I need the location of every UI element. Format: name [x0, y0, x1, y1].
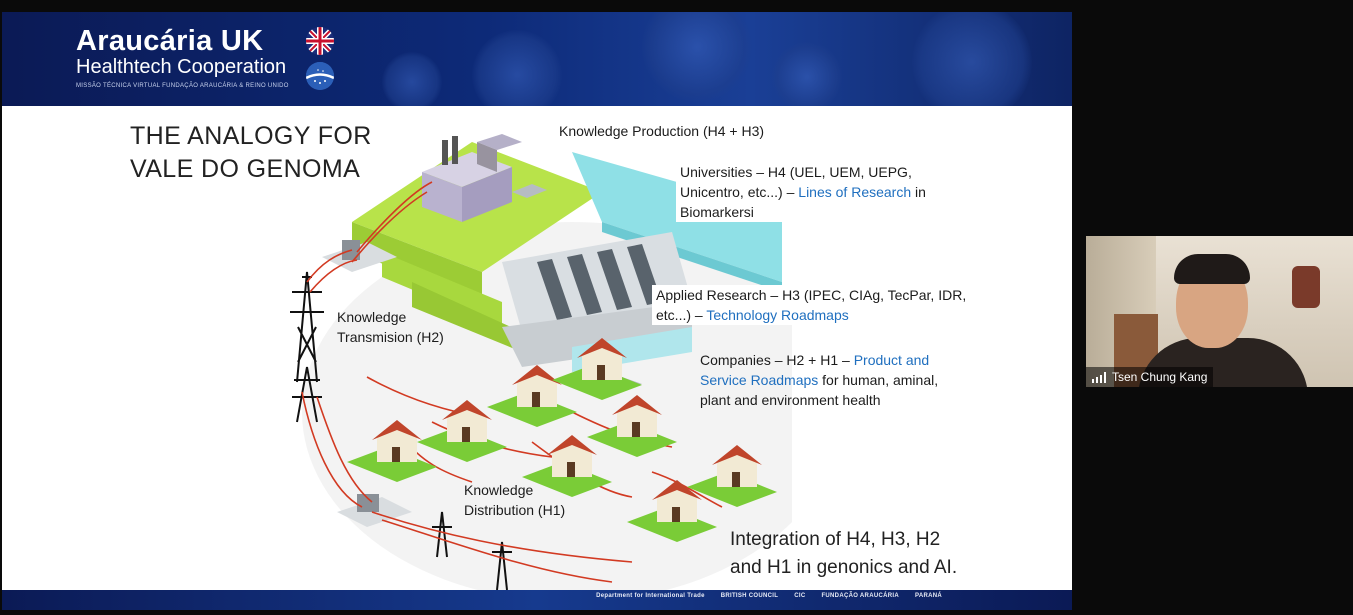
participant-hair — [1174, 254, 1250, 284]
companies-label: Companies – H2 + H1 – Product and Servic… — [700, 352, 939, 408]
virus-decoration — [912, 12, 1032, 106]
slide-title: THE ANALOGY FOR VALE DO GENOMA — [130, 122, 372, 183]
brand-tagline: MISSÃO TÉCNICA VIRTUAL FUNDAÇÃO ARAUCÁRI… — [76, 83, 289, 89]
dit-logo: Department for International Trade — [596, 593, 705, 599]
cic-logo: CIC — [794, 593, 806, 599]
house-group — [347, 338, 777, 542]
slide-banner: Araucária UK Healthtech Cooperation MISS… — [2, 12, 1072, 106]
brand-subtitle: Healthtech Cooperation — [76, 56, 287, 78]
british-council-logo: BRITISH COUNCIL — [720, 593, 779, 599]
background-lamp — [1292, 266, 1320, 308]
knowledge-distribution-label: Knowledge Distribution (H1) — [464, 482, 566, 518]
virus-decoration — [472, 30, 562, 106]
sponsor-logos: Department for International Trade BRITI… — [596, 593, 942, 599]
slide-footer: Department for International Trade BRITI… — [2, 590, 1072, 610]
knowledge-production-label: Knowledge Production (H4 + H3) — [559, 123, 765, 139]
signal-bars-icon — [1092, 371, 1106, 383]
parana-flag-icon — [306, 62, 334, 90]
virus-decoration — [772, 42, 842, 106]
participant-name: Tsen Chung Kang — [1112, 370, 1208, 384]
parana-logo: PARANÁ — [914, 593, 942, 599]
brand-title: Araucária UK — [76, 25, 264, 57]
fundacao-araucaria-logo: FUNDAÇÃO ARAUCÁRIA — [821, 593, 899, 599]
participant-video-tile[interactable]: Tsen Chung Kang — [1086, 236, 1353, 387]
integration-statement: Integration of H4, H3, H2 and H1 in geno… — [730, 529, 958, 578]
participant-name-tag: Tsen Chung Kang — [1086, 367, 1214, 387]
shared-slide: Araucária UK Healthtech Cooperation MISS… — [2, 12, 1072, 610]
virus-decoration — [642, 12, 752, 102]
applied-research-label: Applied Research – H3 (IPEC, CIAg, TecPa… — [652, 285, 971, 325]
virus-decoration — [382, 52, 442, 106]
knowledge-transmission-label: Knowledge Transmision (H2) — [337, 309, 444, 345]
uk-flag-icon — [306, 27, 334, 55]
universities-label: Universities – H4 (UEL, UEM, UEPG, Unice… — [676, 162, 930, 222]
